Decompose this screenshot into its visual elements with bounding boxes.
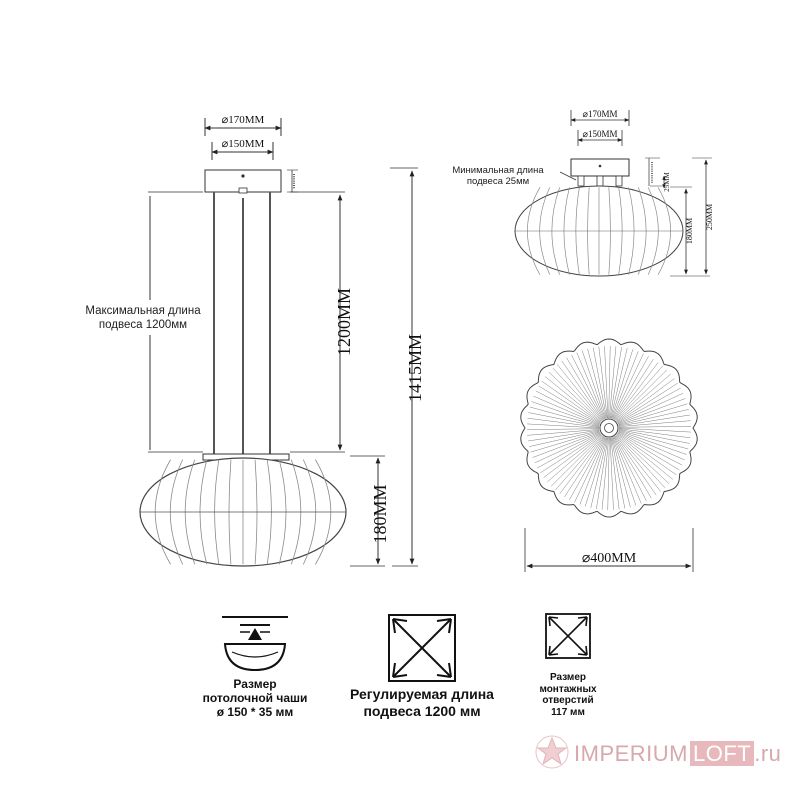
ceiling-canopy-small: [570, 158, 630, 177]
dim-top-diameter: ⌀400MM: [524, 528, 694, 572]
dim-inner-diameter-small-text: ⌀150MM: [583, 129, 618, 139]
dim-total-height-text: 1415MM: [405, 334, 425, 402]
mounting-holes-icon: [545, 613, 591, 659]
feature-ceiling-cup-line3: ø 150 * 35 мм: [216, 705, 294, 719]
dim-top-diameter-text: ⌀400MM: [582, 551, 637, 566]
dim-short-height-text: 25MM: [663, 172, 671, 192]
top-view: ⌀400MM: [520, 338, 698, 572]
feature-adjustable-length: Регулируемая длина подвеса 1200 мм: [327, 686, 517, 720]
lamp-shade-compact: [514, 185, 684, 277]
dim-total-height-small-text: 250MM: [705, 204, 714, 230]
suspension-cables: [213, 192, 271, 456]
dim-shade-height-small: 180MM: [670, 186, 710, 277]
dim-outer-diameter-text: ⌀170MM: [222, 114, 265, 126]
watermark-logo-icon: [535, 735, 569, 769]
max-suspension-label: Максимальная длина подвеса 1200мм: [68, 304, 218, 332]
watermark-part3: .ru: [754, 741, 782, 766]
dim-suspension-text: 1200MM: [334, 288, 354, 356]
dim-outer-diameter: ⌀170MM: [204, 114, 282, 136]
dim-shade-height: 180MM: [350, 455, 390, 567]
dim-short-height: 25MM: [662, 172, 671, 192]
dim-shade-height-small-text: 180MM: [685, 218, 694, 244]
max-suspension-line2: подвеса 1200мм: [98, 319, 188, 331]
feature-ceiling-cup-line2: потолочной чаши: [202, 691, 308, 705]
dim-total-height-small: 250MM: [692, 157, 714, 275]
min-suspension-line1: Минимальная длина: [452, 165, 544, 176]
feature-ceiling-cup: Размер потолочной чаши ø 150 * 35 мм: [190, 677, 320, 719]
feature-adjustable-length-line1: Регулируемая длина: [350, 686, 494, 702]
lamp-shade-side: [139, 457, 347, 567]
dim-shade-height-text: 180MM: [370, 484, 390, 543]
dim-outer-diameter-small-text: ⌀170MM: [583, 109, 618, 119]
watermark-part2: LOFT: [690, 741, 755, 766]
max-suspension-line1: Максимальная длина: [85, 305, 201, 317]
ceiling-cup-icon: [222, 616, 288, 672]
dim-suspension: 1200MM: [290, 191, 354, 453]
feature-adjustable-length-line2: подвеса 1200 мм: [363, 703, 481, 719]
feature-ceiling-cup-line1: Размер: [233, 677, 277, 691]
dim-inner-diameter-text: ⌀150MM: [222, 138, 265, 150]
feature-mounting-holes-line4: 117 мм: [551, 706, 585, 718]
feature-mounting-holes-line2: монтажных: [539, 683, 597, 695]
dim-inner-diameter-small: ⌀150MM: [577, 129, 623, 146]
min-suspension-line2: подвеса 25мм: [466, 176, 530, 187]
feature-mounting-holes-line3: отверстий: [542, 695, 594, 706]
feature-mounting-holes-line1: Размер: [549, 672, 586, 683]
side-view: ⌀170MM ⌀150MM: [139, 114, 425, 567]
dim-inner-diameter: ⌀150MM: [211, 138, 274, 160]
adjustable-length-icon: [388, 614, 456, 682]
min-suspension-label: Минимальная длина подвеса 25мм: [438, 165, 558, 187]
dim-outer-diameter-small: ⌀170MM: [570, 109, 630, 126]
feature-mounting-holes: Размер монтажных отверстий 117 мм: [513, 672, 623, 718]
watermark-part1: IMPERIUM: [574, 741, 688, 766]
dim-total-height: 1415MM: [390, 167, 425, 567]
compact-view: ⌀170MM ⌀150MM 25MM: [514, 109, 714, 277]
